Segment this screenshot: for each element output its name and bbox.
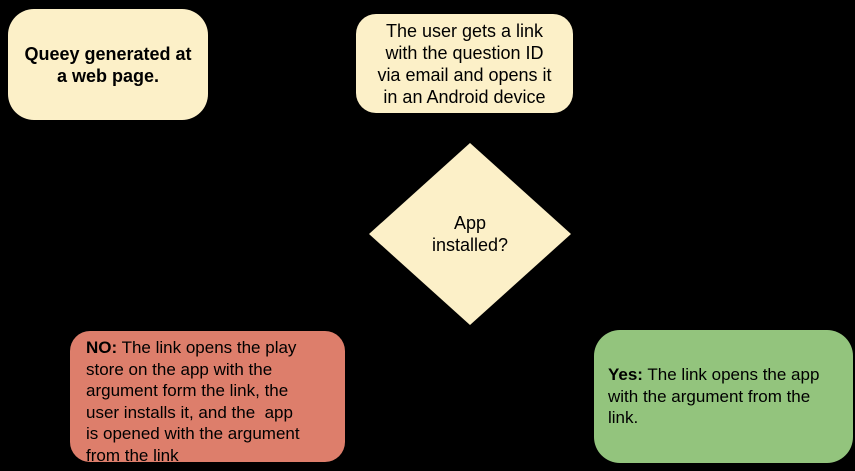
node-no-branch: NO: The link opens the play store on the… <box>70 331 345 465</box>
node-yes-branch-label: Yes: <box>608 365 643 385</box>
node-yes-branch-body: The link opens the app with the argument… <box>608 365 820 428</box>
node-yes-branch: Yes: The link opens the app with the arg… <box>594 330 853 463</box>
node-no-branch-label: NO: <box>86 338 118 357</box>
node-no-branch-body: The link opens the play store on the app… <box>86 338 300 465</box>
node-query-generated-text: Queey generated at a web page. <box>24 43 192 86</box>
node-app-installed-decision-text: App installed? <box>431 213 509 255</box>
node-app-installed-decision: App installed? <box>369 143 571 325</box>
node-no-branch-text: NO: The link opens the play store on the… <box>86 337 339 466</box>
node-email-link: The user gets a link with the question I… <box>356 14 573 113</box>
node-query-generated: Queey generated at a web page. <box>8 9 208 120</box>
node-email-link-text: The user gets a link with the question I… <box>377 20 552 107</box>
node-yes-branch-text: Yes: The link opens the app with the arg… <box>608 364 819 429</box>
